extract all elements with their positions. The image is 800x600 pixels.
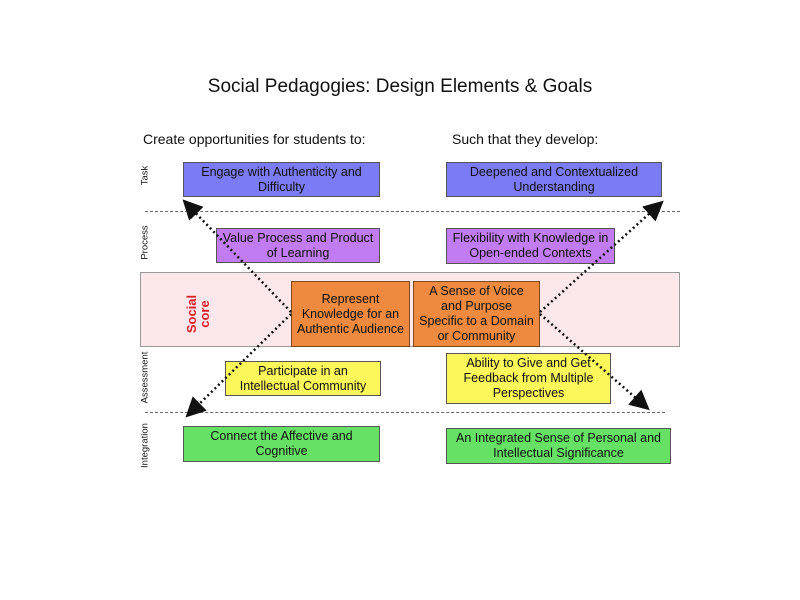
arrow-social-to-task-left <box>182 199 292 313</box>
arrow-social-to-integration-right <box>539 313 650 411</box>
right-column-heading: Such that they develop: <box>452 131 599 147</box>
goal-assessment-box: Ability to Give and Get Feedback from Mu… <box>446 353 611 404</box>
element-process-box: Value Process and Product of Learning <box>216 228 380 263</box>
assessment-integration-divider <box>145 412 665 413</box>
social-core-band <box>140 272 680 347</box>
goal-integration-box: An Integrated Sense of Personal and Inte… <box>446 428 671 464</box>
left-column-heading: Create opportunities for students to: <box>143 131 366 147</box>
goal-task-box: Deepened and Contextualized Understandin… <box>446 162 662 197</box>
goal-social-box: A Sense of Voice and Purpose Specific to… <box>413 281 540 347</box>
arrow-social-to-task-right <box>539 200 664 313</box>
task-process-divider <box>145 211 680 212</box>
element-task-box: Engage with Authenticity and Difficulty <box>183 162 380 197</box>
goal-process-box: Flexibility with Knowledge in Open-ended… <box>446 228 615 264</box>
diagram-title: Social Pedagogies: Design Elements & Goa… <box>207 76 593 97</box>
element-integration-box: Connect the Affective and Cognitive <box>183 426 380 462</box>
element-social-box: Represent Knowledge for an Authentic Aud… <box>291 281 410 347</box>
arrow-social-to-integration-left <box>185 313 292 418</box>
